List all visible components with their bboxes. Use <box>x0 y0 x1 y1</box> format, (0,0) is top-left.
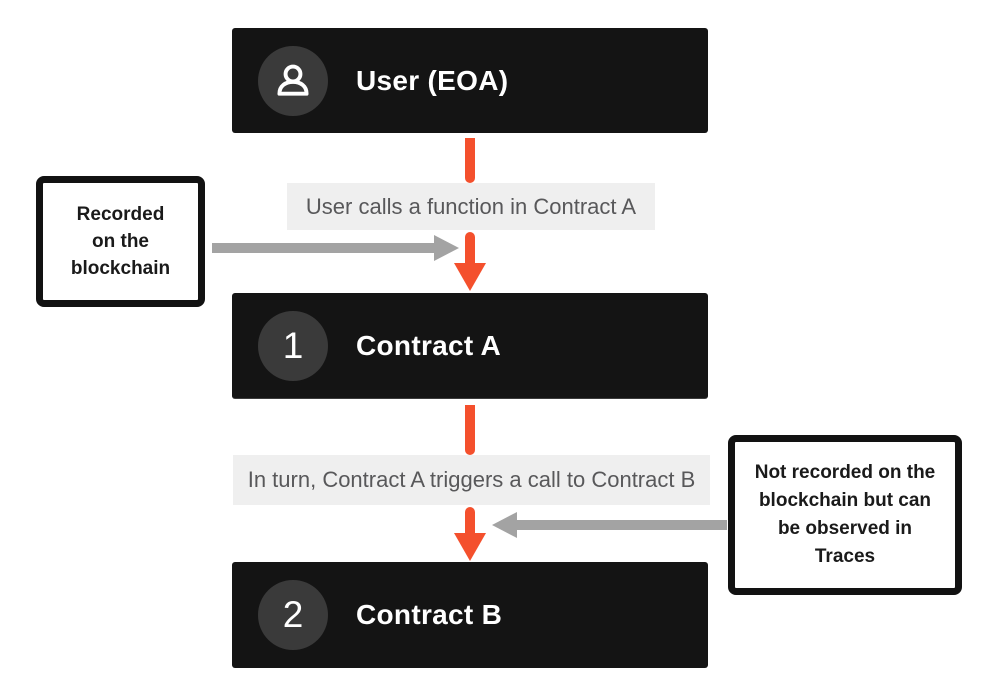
callout-recorded-line-3: blockchain <box>70 258 171 279</box>
person-icon <box>277 64 309 96</box>
edge-label-contract-call: In turn, Contract A triggers a call to C… <box>233 455 710 505</box>
callout-not-recorded-line-4: Traces <box>814 546 876 567</box>
arrow-left-head-icon <box>492 512 517 538</box>
arrow-down-head-2-icon <box>454 533 486 561</box>
arrow-right-head-icon <box>434 235 459 261</box>
arrow-down-head-1-icon <box>454 263 486 291</box>
flow-arrow-label-to-contract-a <box>465 232 475 265</box>
callout-recorded-line-2: on the <box>92 231 149 252</box>
callout-not-recorded-line-3: be observed in <box>777 518 913 539</box>
annotation-arrow-not-recorded <box>517 520 727 530</box>
callout-not-recorded-line-1: Not recorded on the <box>754 462 936 483</box>
edge-label-user-call: User calls a function in Contract A <box>287 183 655 230</box>
node-user-eoa: User (EOA) <box>232 28 708 133</box>
step-1-badge: 1 <box>258 310 328 381</box>
edge-label-user-call-text: User calls a function in Contract A <box>305 193 637 219</box>
flow-arrow-user-to-label <box>465 138 475 183</box>
node-contract-b: 2 Contract B <box>232 562 708 668</box>
user-avatar-badge <box>258 45 328 116</box>
node-contract-b-label: Contract B <box>356 599 503 630</box>
node-user-label: User (EOA) <box>356 64 509 96</box>
node-contract-a-label: Contract A <box>356 329 502 361</box>
flow-arrow-label-to-contract-b <box>465 507 475 535</box>
step-2-badge: 2 <box>258 580 328 650</box>
callout-recorded-on-blockchain: Recorded on the blockchain <box>36 176 205 307</box>
flow-arrow-contract-a-to-label <box>465 405 475 455</box>
callout-not-recorded-line-2: blockchain but can <box>758 490 932 511</box>
callout-recorded-line-1: Recorded <box>76 204 165 225</box>
annotation-arrow-recorded <box>212 243 434 253</box>
node-contract-a: 1 Contract A <box>232 293 708 399</box>
edge-label-contract-call-text: In turn, Contract A triggers a call to C… <box>247 467 696 492</box>
callout-not-recorded-traces: Not recorded on the blockchain but can b… <box>728 435 962 595</box>
